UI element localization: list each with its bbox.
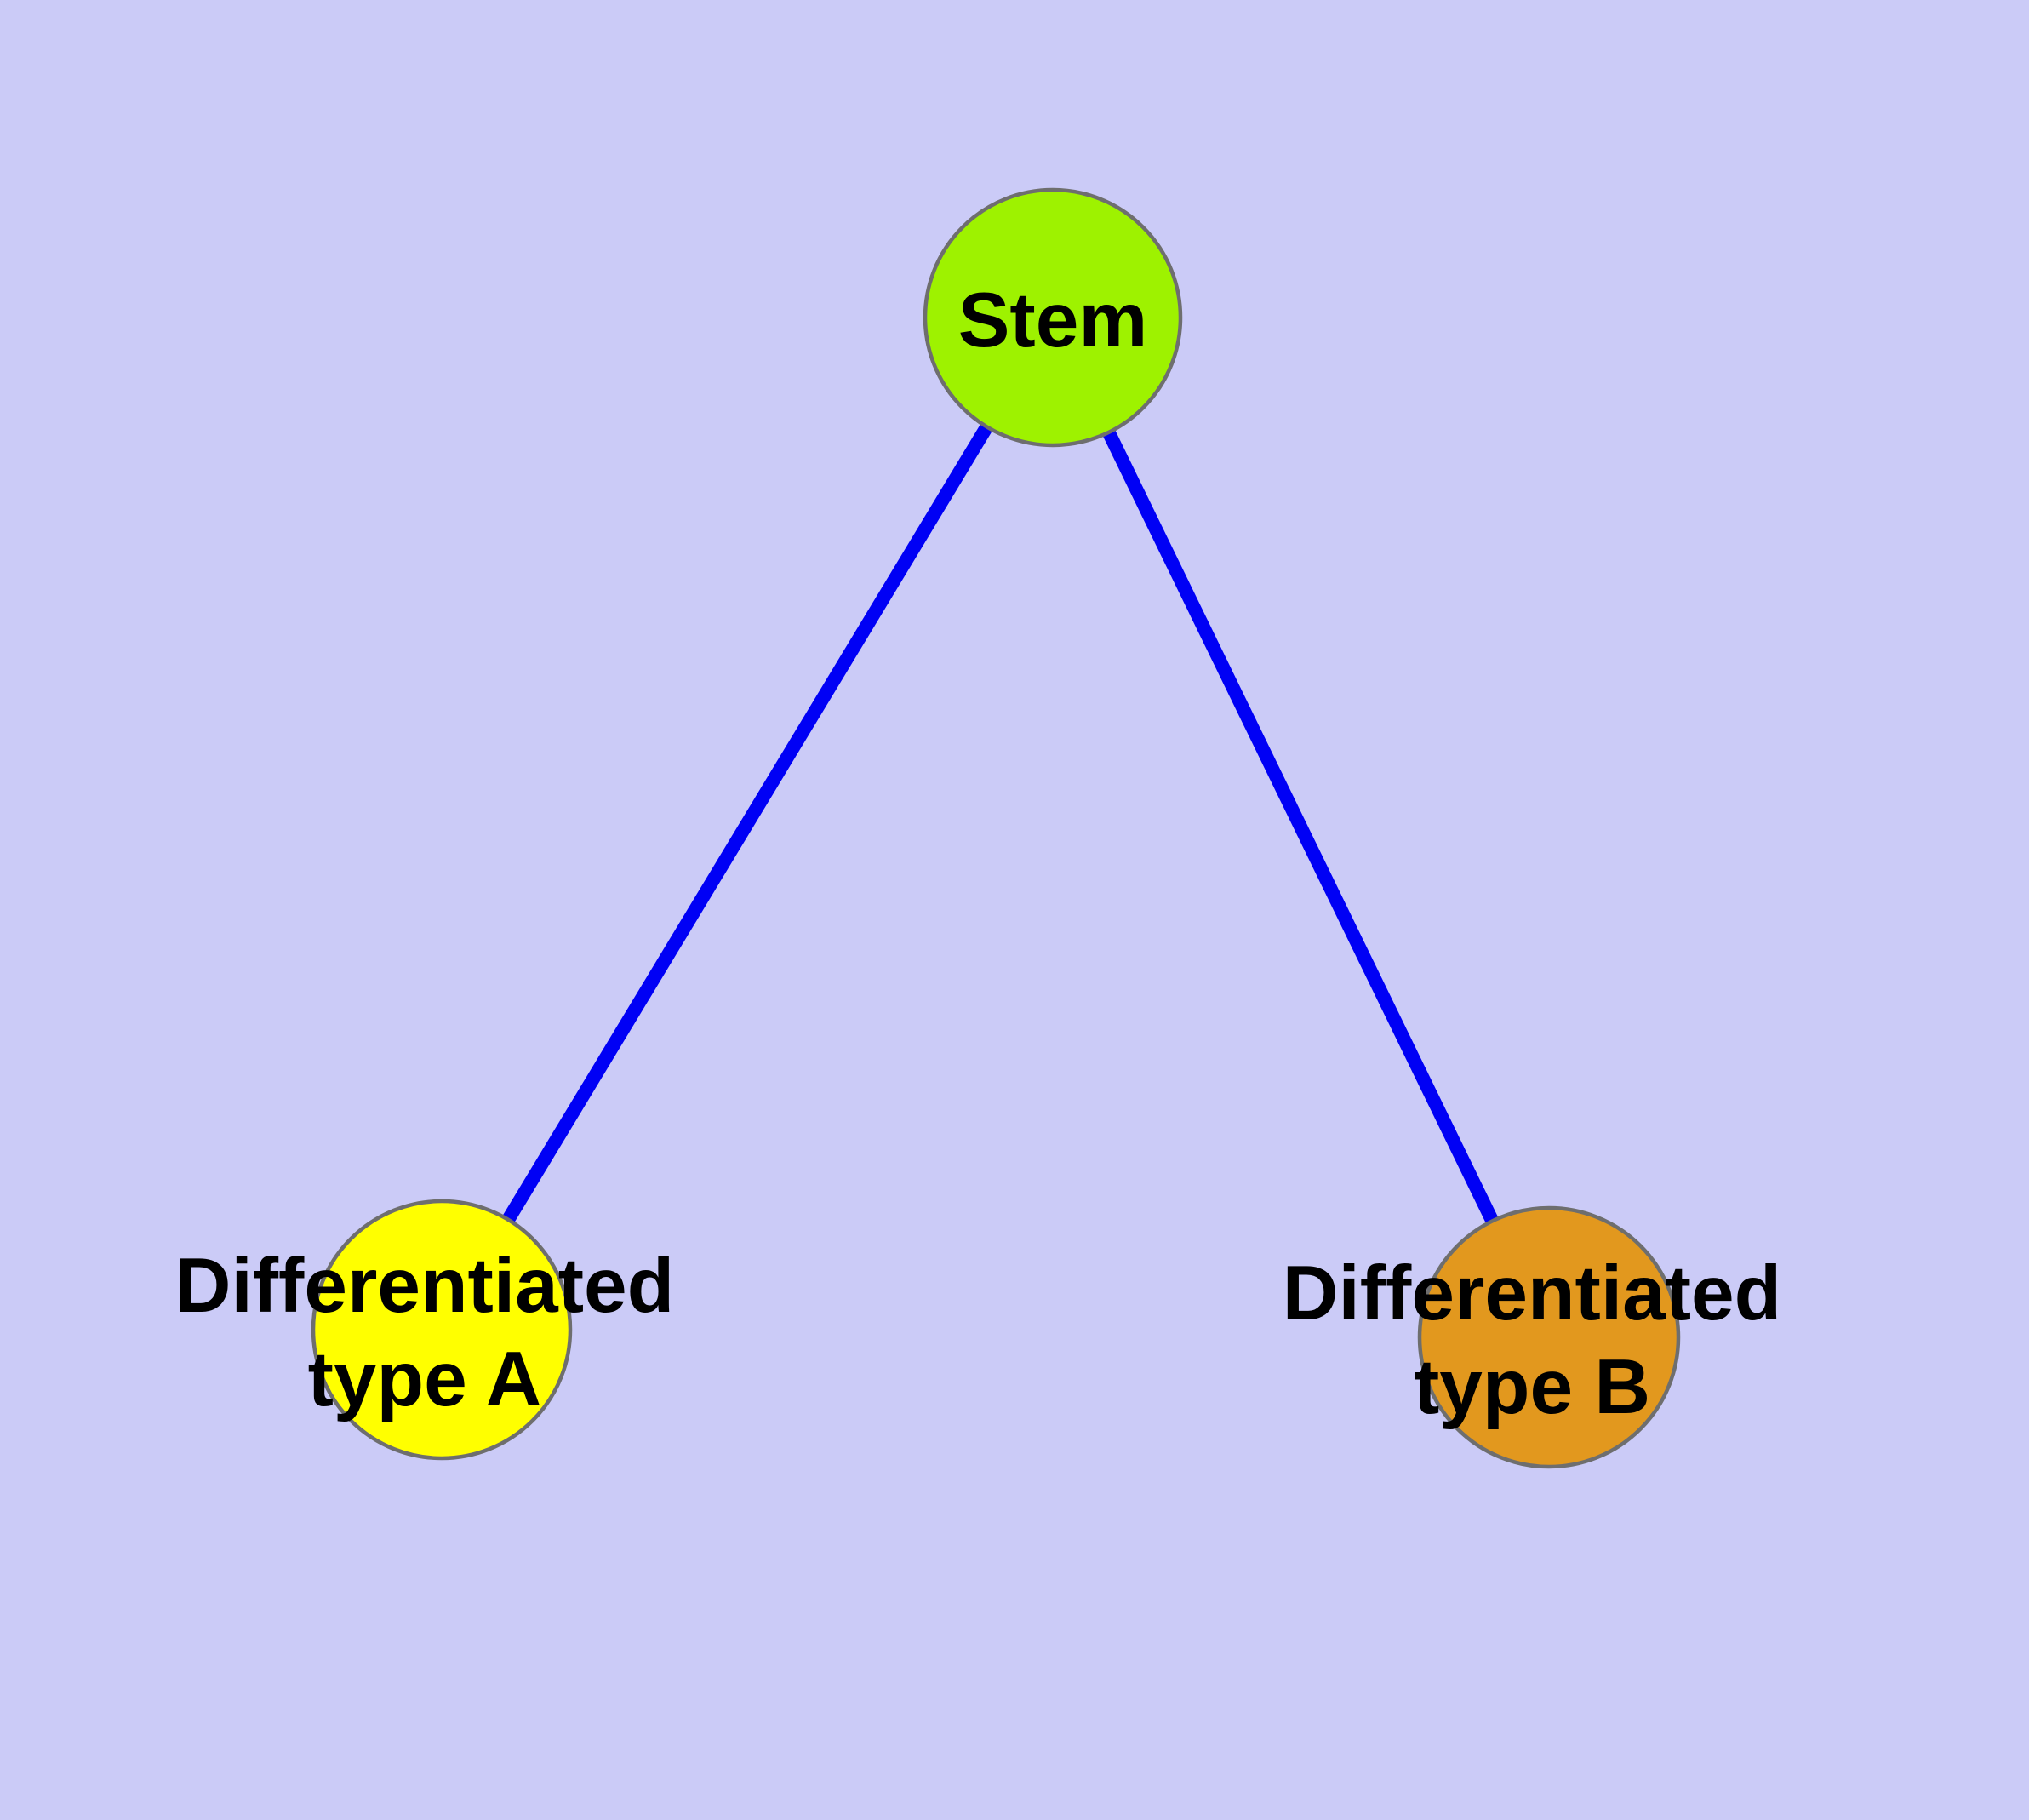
edge-stem-diff-b <box>1046 314 1556 1341</box>
node-label-line: Differentiated <box>1283 1251 1782 1336</box>
node-label-line: Differentiated <box>175 1243 675 1329</box>
node-label-line: type A <box>308 1336 542 1422</box>
node-label-line: type B <box>1414 1344 1650 1430</box>
edges-layer <box>436 313 1556 1341</box>
node-label-stem: Stem <box>958 278 1148 363</box>
edge-stem-diff-a <box>436 313 1059 1334</box>
node-stem <box>923 187 1183 448</box>
node-diff-b <box>1417 1205 1681 1469</box>
node-diff-a <box>311 1199 573 1461</box>
nodes-layer <box>311 187 1681 1469</box>
node-label-line: Stem <box>958 278 1148 363</box>
